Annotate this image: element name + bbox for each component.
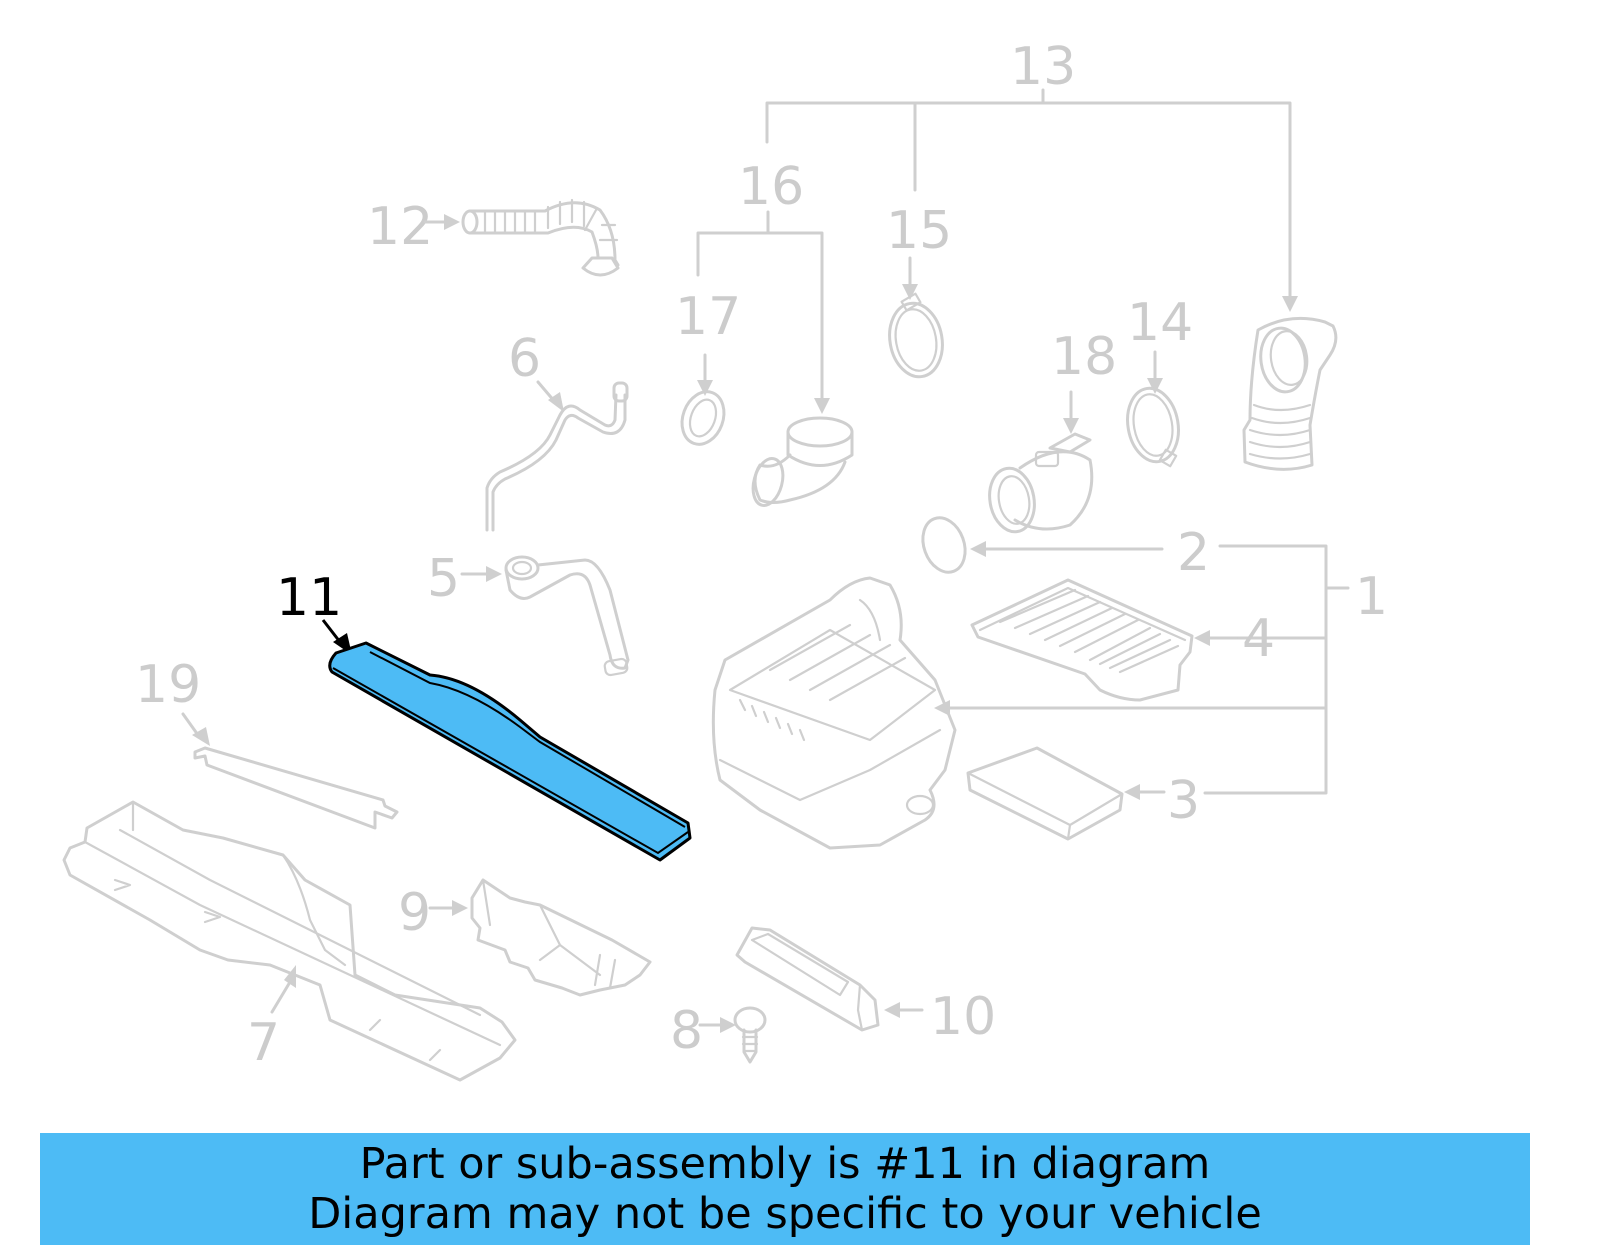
- callout-11-group: 11: [276, 568, 352, 655]
- parts-diagram: 13 16 15 17 18: [62, 37, 1388, 1082]
- callout-14-group: 14: [1122, 293, 1193, 468]
- callout-4-group: 4: [970, 578, 1275, 702]
- air-filter-element-4-icon[interactable]: [970, 578, 1194, 702]
- callout-16-group: 16: [696, 157, 830, 414]
- callout-19-group: 19: [135, 655, 399, 830]
- seal-ring-17-icon[interactable]: [675, 386, 731, 450]
- callout-18-group: 18: [985, 327, 1117, 535]
- callout-2-group: 2: [916, 512, 1210, 583]
- mass-air-flow-sensor-18-icon[interactable]: [985, 432, 1094, 535]
- hose-clamp-14-icon[interactable]: [1122, 384, 1184, 468]
- callout-6-group: 6: [485, 329, 629, 532]
- info-banner: Part or sub-assembly is #11 in diagram D…: [40, 1133, 1530, 1245]
- callout-1-group: 1: [934, 544, 1388, 795]
- callout-13-group: 13: [765, 37, 1298, 312]
- callout-15-group: 15: [884, 201, 952, 381]
- bracket-9-icon[interactable]: [470, 878, 652, 997]
- callout-12[interactable]: 12: [367, 197, 433, 257]
- callout-5[interactable]: 5: [427, 549, 460, 609]
- callout-8[interactable]: 8: [670, 1001, 703, 1061]
- screw-8-icon[interactable]: [733, 1006, 767, 1064]
- vent-pipe-6-icon[interactable]: [485, 381, 629, 532]
- banner-line-1: Part or sub-assembly is #11 in diagram: [359, 1139, 1211, 1189]
- callout-2[interactable]: 2: [1177, 523, 1210, 583]
- callout-1[interactable]: 1: [1355, 567, 1388, 627]
- callout-17-group: 17: [675, 287, 741, 450]
- callout-9[interactable]: 9: [398, 883, 431, 943]
- gasket-ring-2-icon[interactable]: [916, 512, 973, 578]
- elbow-16-icon[interactable]: [748, 416, 854, 509]
- cabin-filter-3-icon[interactable]: [966, 746, 1124, 841]
- intake-boot-13-icon[interactable]: [1242, 316, 1338, 471]
- callout-10[interactable]: 10: [930, 987, 996, 1047]
- callout-9-group: 9: [398, 878, 652, 997]
- callout-17[interactable]: 17: [675, 287, 741, 347]
- breather-hose-12-icon[interactable]: [461, 198, 620, 277]
- callout-5-group: 5: [427, 549, 630, 677]
- air-cleaner-housing-1-icon[interactable]: [711, 576, 957, 850]
- air-duct-7-icon[interactable]: [62, 800, 517, 1082]
- callout-15[interactable]: 15: [886, 201, 952, 261]
- callout-10-group: 10: [735, 926, 996, 1047]
- seal-strip-19-icon[interactable]: [193, 746, 399, 830]
- duct-insert-10-icon[interactable]: [735, 926, 880, 1032]
- callout-11[interactable]: 11: [276, 568, 342, 628]
- callout-13[interactable]: 13: [1010, 37, 1076, 97]
- callout-8-group: 8: [670, 1001, 767, 1064]
- callout-16[interactable]: 16: [738, 157, 804, 217]
- callout-18[interactable]: 18: [1051, 327, 1117, 387]
- callout-7-group: 7: [62, 800, 517, 1082]
- callout-3[interactable]: 3: [1167, 771, 1200, 831]
- callout-3-group: 3: [966, 746, 1200, 841]
- hose-clamp-15-icon[interactable]: [884, 292, 948, 381]
- callout-14[interactable]: 14: [1127, 293, 1193, 353]
- callout-6[interactable]: 6: [508, 329, 541, 389]
- highlighted-part-11-seal[interactable]: [328, 641, 692, 862]
- callout-12-group: 12: [367, 197, 620, 277]
- pcv-hose-5-icon[interactable]: [504, 555, 630, 677]
- callout-19[interactable]: 19: [135, 655, 201, 715]
- callout-4[interactable]: 4: [1242, 609, 1275, 669]
- callout-7[interactable]: 7: [247, 1013, 280, 1073]
- banner-line-2: Diagram may not be specific to your vehi…: [308, 1189, 1262, 1239]
